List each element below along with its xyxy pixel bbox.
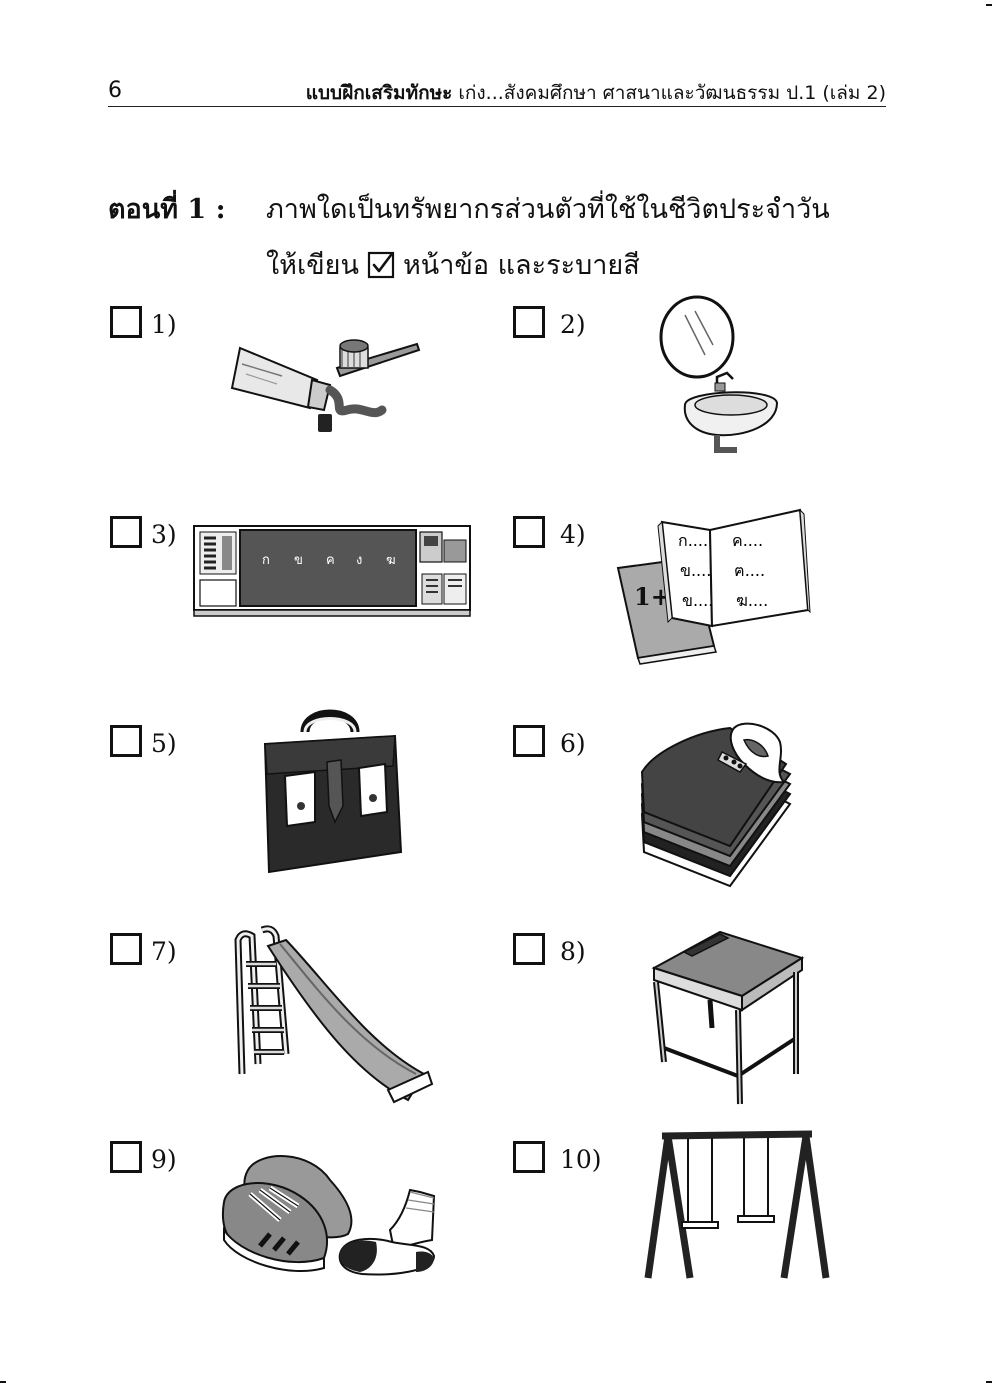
section-label: ตอนที่ 1 : (108, 194, 226, 225)
item-3-checkbox[interactable] (110, 516, 142, 548)
school-bag-icon (263, 709, 403, 874)
checked-box-icon (367, 251, 395, 278)
item-5-number: 5) (151, 729, 177, 758)
shoes-socks-icon (222, 1155, 436, 1276)
crop-mark-bottom-right (986, 1381, 992, 1383)
crop-mark-top-right (986, 4, 992, 6)
book-right-line-3: ฆ.... (736, 591, 768, 610)
swing-icon (644, 1130, 830, 1279)
item-2-number: 2) (560, 310, 586, 339)
book-left-line-2: ข.... (680, 561, 711, 580)
toothpaste-toothbrush-icon (230, 339, 421, 432)
instruction-line-2-post: หน้าข้อ และระบายสี (402, 250, 640, 281)
item-4-checkbox[interactable] (513, 516, 545, 548)
header-title: แบบฝึกเสริมทักษะ เก่ง...สังคมศึกษา ศาสนา… (306, 78, 886, 108)
item-3-number: 3) (151, 520, 177, 549)
classroom-board-icon: ก ข ค ง ฆ (193, 525, 471, 617)
board-letter-5: ฆ (386, 553, 396, 568)
sink-mirror-icon (659, 295, 779, 453)
item-10-number: 10) (560, 1145, 602, 1174)
board-letter-4: ง (356, 553, 362, 568)
book-right-line-1: ค.... (732, 531, 763, 550)
board-letter-1: ก (262, 553, 270, 568)
page-number: 6 (108, 78, 122, 103)
crop-mark-bottom-left (0, 1381, 6, 1383)
item-9-checkbox[interactable] (110, 1141, 142, 1173)
header-rule (108, 106, 886, 107)
school-desk-icon (651, 930, 805, 1105)
board-letter-2: ข (294, 553, 303, 568)
board-letter-3: ค (326, 553, 335, 568)
header-title-rest: เก่ง...สังคมศึกษา ศาสนาและวัฒนธรรม ป.1 (… (452, 82, 886, 104)
item-7-checkbox[interactable] (110, 933, 142, 965)
folded-shirts-icon (640, 722, 792, 888)
item-6-checkbox[interactable] (513, 725, 545, 757)
slide-icon (234, 925, 434, 1104)
header-title-bold: แบบฝึกเสริมทักษะ (305, 82, 453, 104)
item-1-number: 1) (151, 310, 177, 339)
item-8-number: 8) (560, 937, 586, 966)
item-8-checkbox[interactable] (513, 933, 545, 965)
book-right-line-2: ฅ.... (734, 561, 765, 580)
instruction-line-2-pre: ให้เขียน (266, 250, 359, 281)
book-left-line-1: ก.... (678, 531, 708, 550)
item-2-checkbox[interactable] (513, 306, 545, 338)
item-4-number: 4) (560, 520, 586, 549)
item-9-number: 9) (151, 1145, 177, 1174)
item-6-number: 6) (560, 729, 586, 758)
instruction-line-1: ภาพใดเป็นทรัพยากรส่วนตัวที่ใช้ในชีวิตประ… (266, 194, 830, 225)
instruction-line-2: ให้เขียน หน้าข้อ และระบายสี (266, 243, 640, 286)
item-10-checkbox[interactable] (513, 1141, 545, 1173)
item-1-checkbox[interactable] (110, 306, 142, 338)
item-5-checkbox[interactable] (110, 725, 142, 757)
book-left-line-3: ข.... (682, 591, 713, 610)
item-7-number: 7) (151, 937, 177, 966)
books-icon: 1+ ก.... ข.... ข.... ค.... ฅ.... ฆ.... (616, 508, 811, 665)
